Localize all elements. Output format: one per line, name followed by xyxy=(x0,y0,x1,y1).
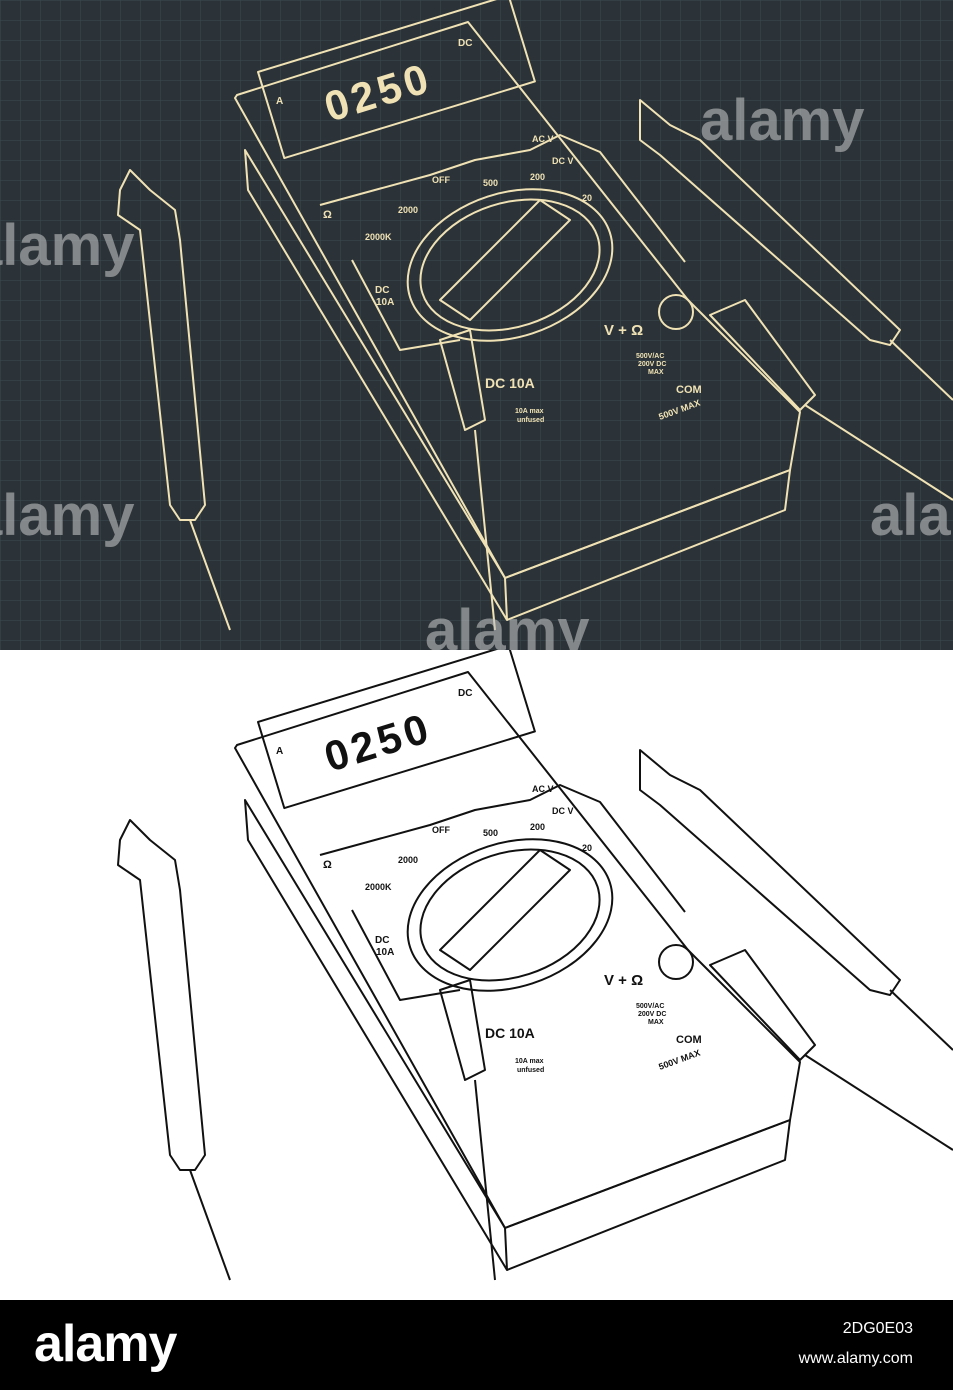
watermark: alamy xyxy=(870,483,953,548)
footer-url[interactable]: www.alamy.com xyxy=(798,1350,913,1367)
dial-10a: 10A xyxy=(376,947,394,958)
dial-500: 500 xyxy=(483,178,498,188)
dial-20: 20 xyxy=(582,843,592,853)
dial-off: OFF xyxy=(432,175,450,185)
port-fuse-1: 10A max xyxy=(515,408,544,415)
meter-top-face xyxy=(234,21,801,579)
probe-right xyxy=(639,99,901,346)
port-fuse-2: unfused xyxy=(517,417,544,424)
port-com: COM xyxy=(676,1034,702,1046)
blueprint-illustration: 0250 A DC OFF AC V DC V 500 200 20 Ω 200… xyxy=(0,0,953,650)
dial-2000: 2000 xyxy=(398,205,418,215)
label-a: A xyxy=(276,746,283,757)
footer-logo: alamy xyxy=(34,1315,177,1373)
dial-200: 200 xyxy=(530,172,545,182)
port-fuse-2: unfused xyxy=(517,1067,544,1074)
dial-dc-v: DC V xyxy=(552,156,574,166)
port-warn-3: MAX xyxy=(648,369,664,376)
dial-200: 200 xyxy=(530,822,545,832)
dial-dc: DC xyxy=(375,285,389,296)
dial-500: 500 xyxy=(483,828,498,838)
dial-2000: 2000 xyxy=(398,855,418,865)
dial-dc: DC xyxy=(375,935,389,946)
probe-left xyxy=(117,169,206,521)
port-v-ohm: V + Ω xyxy=(604,972,643,989)
port-com: COM xyxy=(676,384,702,396)
label-dc: DC xyxy=(458,38,472,49)
port-v-ohm: V + Ω xyxy=(604,322,643,339)
dial-10a: 10A xyxy=(376,297,394,308)
image-id: 2DG0E03 xyxy=(842,1320,913,1337)
dial-dc-v: DC V xyxy=(552,806,574,816)
dial-2000k: 2000K xyxy=(365,882,392,892)
dial-20: 20 xyxy=(582,193,592,203)
dial-ohm: Ω xyxy=(323,209,332,221)
port-warn-3: MAX xyxy=(648,1019,664,1026)
watermark: alamy xyxy=(0,213,134,278)
port-warn-1: 500V/AC xyxy=(636,353,664,360)
port-dc10a: DC 10A xyxy=(485,375,535,391)
port-warn-2: 200V DC xyxy=(638,1011,666,1018)
port-dc10a: DC 10A xyxy=(485,1025,535,1041)
watermark: alamy xyxy=(700,88,864,153)
dial-off: OFF xyxy=(432,825,450,835)
dial-2000k: 2000K xyxy=(365,232,392,242)
watermark: alamy xyxy=(0,483,134,548)
label-dc: DC xyxy=(458,688,472,699)
dial-ac-v: AC V xyxy=(532,134,554,144)
line-illustration: 0250 A DC OFF AC V DC V 500 200 20 Ω 200… xyxy=(0,650,953,1300)
watermark: alamy xyxy=(425,598,589,650)
label-a: A xyxy=(276,96,283,107)
port-warn-1: 500V/AC xyxy=(636,1003,664,1010)
port-warn-2: 200V DC xyxy=(638,361,666,368)
dial-ac-v: AC V xyxy=(532,784,554,794)
footer-bar: alamy 2DG0E03 www.alamy.com xyxy=(0,1300,953,1390)
dial-ohm: Ω xyxy=(323,859,332,871)
port-fuse-1: 10A max xyxy=(515,1058,544,1065)
